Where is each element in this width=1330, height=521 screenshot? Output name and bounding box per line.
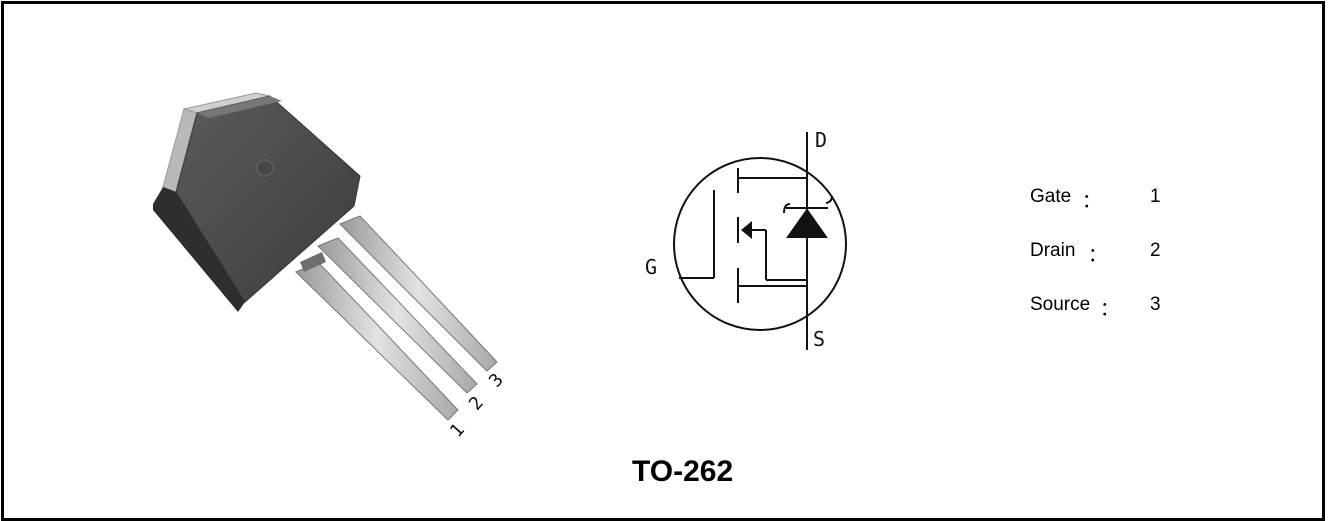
gate-label: G [645,255,658,279]
pin-row-source: Source ： 3 [1030,294,1190,320]
pin-name: Source [1030,294,1091,315]
pin-name: Drain [1030,240,1076,261]
mold-mark-icon [256,159,274,177]
lead-2 [317,237,478,394]
diode-cathode-hook-right [825,195,833,204]
pin-number: 2 [1150,240,1161,261]
pin-number: 1 [1150,186,1161,207]
diode-cathode-hook [783,203,791,214]
lead-3 [339,215,498,372]
symbol-envelope [673,157,847,331]
pin-row-drain: Drain ： 2 [1030,240,1190,266]
body-diode-icon [786,208,828,238]
pin-row-gate: Gate ： 1 [1030,186,1190,212]
mosfet-symbol [673,132,847,350]
pin-number: 3 [1150,294,1161,315]
package-label: TO-262 [632,455,734,488]
transistor-photo [153,92,498,421]
pin-colon: ： [1100,299,1120,320]
package-body-side [153,187,245,312]
pin-name: Gate [1030,186,1072,207]
pin-colon: ： [1082,191,1102,212]
drain-label: D [815,128,828,152]
body-arrow-icon [741,221,752,239]
pin-colon: ： [1088,245,1108,266]
package-body-front [175,95,361,303]
source-label: S [813,327,826,351]
